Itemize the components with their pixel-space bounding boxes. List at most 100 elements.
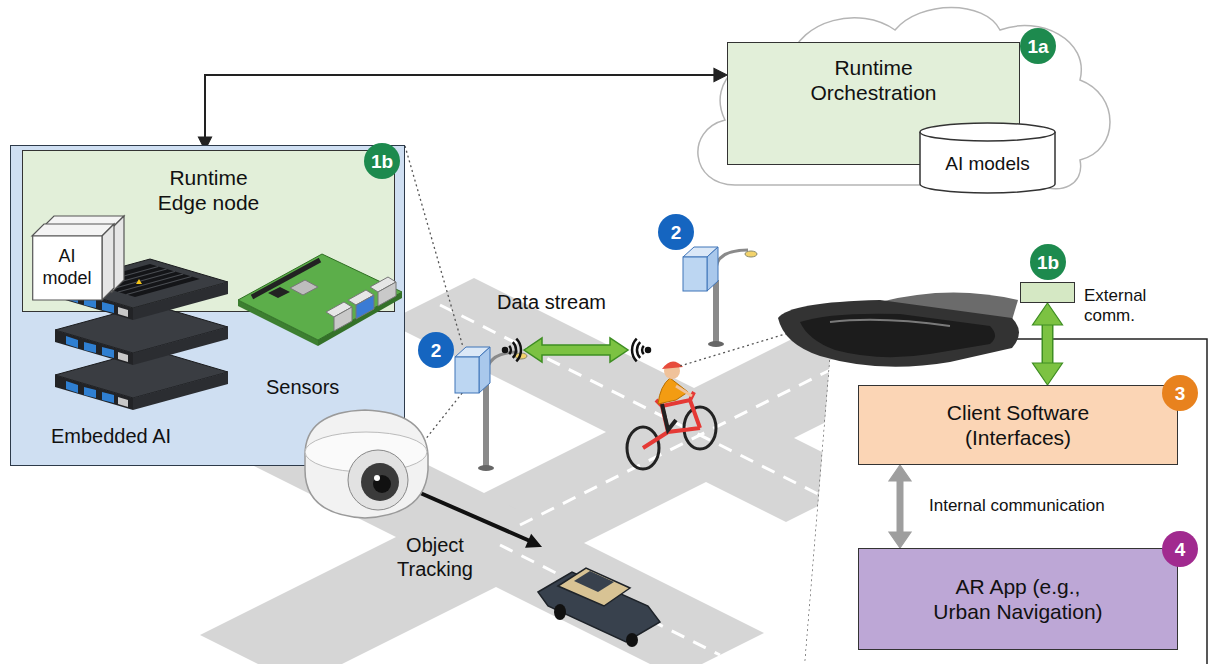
connector-line [1043,321,1052,368]
lamp-post [455,357,479,393]
cube-face [102,224,114,300]
zoom-line [405,146,463,465]
text-holder: Internal communication [926,495,1108,517]
wifi-icon [646,348,650,352]
text-holder: 2 [418,332,454,368]
embedded-board [102,269,167,287]
cyclist [627,361,716,469]
cube-face [33,236,102,300]
embedded-board [118,307,128,317]
lamp-post [716,250,748,268]
lamp-post [479,347,490,393]
embedded-board [110,272,175,290]
embedded-board [133,372,228,410]
car [574,571,614,592]
box-text: Runtime Edge node [149,165,269,215]
wifi-icon [632,339,637,362]
text-holder: 3 [1162,375,1198,411]
wifi-icon [516,339,521,362]
text-holder: 1b [364,143,400,179]
cyclist [662,361,683,369]
embedded-board [66,381,78,393]
lamp-post [745,251,757,257]
box-text: AI models [945,153,1029,176]
lamp-post [478,465,494,471]
embedded-board [84,297,96,308]
embedded-board [55,375,133,410]
box-caption: External comm. [1084,286,1172,327]
text-holder: Client Software (Interfaces) [923,400,1113,450]
text-holder: 1b [1030,244,1066,280]
box-text: AI model [36,246,98,289]
embedded-board [84,387,96,398]
embedded-board [118,352,128,362]
camera-dome [305,410,428,518]
embedded-board [118,274,183,292]
text-holder: 2 [658,214,694,250]
model-cube: AI model [32,216,125,302]
embedded-board [127,277,192,295]
wifi-icon [503,348,507,352]
embedded-board [133,327,228,365]
wifi-icon [503,339,650,362]
street-label: Object Tracking [385,533,485,581]
box-text: Runtime Orchestration [799,55,949,105]
device-caption: Sensors [266,375,339,399]
text-holder: Sensors [266,375,339,399]
arrow-head [1033,303,1063,325]
connector-line [897,478,904,535]
ar-app-box: AR App (e.g., Urban Navigation) [858,548,1178,650]
embedded-board [102,392,114,403]
callout-number: 2 [658,214,694,250]
callout-number: 3 [1162,375,1198,411]
sensor-board [252,260,320,297]
sensor-board [238,254,402,346]
lamp-post [713,280,719,342]
embedded-board [118,397,128,407]
callout-number: 1b [364,143,400,179]
sensor-board [290,280,318,295]
lamp-post [486,352,518,374]
callout-number: 1a [1020,28,1056,64]
cylinder-top [920,123,1055,141]
device-panel [805,339,1207,664]
ar-headset [830,320,950,326]
box-text: Client Software (Interfaces) [923,400,1113,450]
text-holder: Data stream [497,290,606,314]
street-label: Data stream [497,290,606,314]
text-holder: 4 [1162,531,1198,567]
text-holder: Runtime Orchestration [799,55,949,105]
zoom-line [680,332,792,366]
text-holder: 1a [1020,28,1056,64]
car [558,568,630,606]
car [626,633,638,647]
embedded-board [102,347,114,358]
box-text: AR App (e.g., Urban Navigation) [926,574,1111,624]
sensor-board [378,282,396,306]
text-holder: AR App (e.g., Urban Navigation) [926,574,1111,624]
car [554,604,566,620]
lamp-post [707,247,718,291]
embedded-board [66,291,78,303]
data-stream-arrow [524,338,628,362]
cube-face [32,224,114,236]
wifi-icon [509,346,511,354]
car [538,572,660,642]
camera-dome [348,450,408,510]
lamp-post [683,257,707,291]
sensor-board [268,287,290,298]
embedded-board [93,267,158,285]
connector [889,465,911,548]
text-holder: Runtime Edge node [149,165,269,215]
lamp-post [708,341,724,347]
arrow-head [889,465,911,481]
text-holder: External comm. [1084,286,1172,327]
text-holder: Object Tracking [385,533,485,581]
embedded-board [66,336,78,348]
connector-label: Internal communication [926,495,1108,517]
lamp-post [683,247,757,347]
text-holder: AI model [36,236,98,300]
embedded-board [84,342,96,353]
tracking-arrow [527,536,540,547]
